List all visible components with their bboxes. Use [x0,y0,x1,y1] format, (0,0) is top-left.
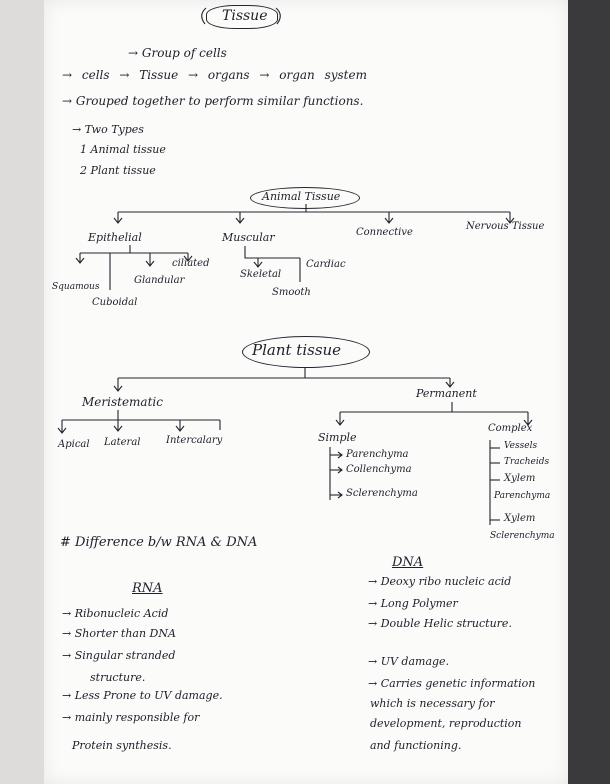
apical-label: Apical [58,439,90,450]
rna-point-4: → Less Prone to UV damage. [62,689,223,702]
intercalary-label: Intercalary [166,435,223,446]
glandular-label: Glandular [134,275,185,286]
rna-point-3b: structure. [90,671,146,684]
types-heading: → Two Types [72,123,144,136]
dna-point-5c: development, reproduction [370,717,522,730]
meristematic-label: Meristematic [82,395,163,409]
permanent-label: Permanent [416,387,477,400]
dna-point-4: → UV damage. [368,655,450,668]
smooth-label: Smooth [272,287,311,298]
collenchyma-label: Collenchyma [346,464,412,475]
squamous-label: Squamous [52,282,100,292]
plant-tissue-oval [242,336,370,368]
dna-point-5b: which is necessary for [370,697,495,710]
sclerenchyma-2-label: Sclerenchyma [490,531,555,541]
dna-point-2: → Long Polymer [368,597,458,610]
dna-point-5d: and functioning. [370,739,462,752]
xylem-2-label: Xylem [504,513,536,524]
types-item-1: 1 Animal tissue [80,143,166,156]
skeletal-label: Skeletal [240,269,282,280]
notes-page [44,0,568,784]
connective-label: Connective [356,227,413,238]
xylem-label: Xylem [504,473,536,484]
plant-tissue-title: Plant tissue [252,341,342,359]
parenchyma-2-label: Parenchyma [494,491,551,501]
vessels-label: Vessels [504,441,538,451]
cuboidal-label: Cuboidal [92,297,138,308]
parenchyma-label: Parenchyma [346,449,409,460]
rna-point-5a: → mainly responsible for [62,711,200,724]
simple-label: Simple [318,431,357,444]
lateral-label: Lateral [104,437,141,448]
dna-title: DNA [392,555,424,570]
rna-title: RNA [132,581,163,596]
animal-tissue-title: Animal Tissue [262,190,341,203]
cardiac-label: Cardiac [306,259,346,270]
difference-heading: # Difference b/w RNA & DNA [60,535,258,550]
muscular-label: Muscular [222,231,275,244]
ciliated-label: ciliated [172,258,210,269]
rna-point-1: → Ribonucleic Acid [62,607,169,620]
right-margin [568,0,610,784]
types-item-2: 2 Plant tissue [80,164,156,177]
intro-line-3: → Grouped together to perform similar fu… [62,94,364,108]
page-title: Tissue [222,8,268,24]
intro-line-1: → Group of cells [128,46,227,60]
epithelial-label: Epithelial [88,231,142,244]
dna-point-3: → Double Helic structure. [368,617,512,630]
rna-point-3a: → Singular stranded [62,649,176,662]
nervous-tissue-label: Nervous Tissue [466,221,545,232]
rna-point-5b: Protein synthesis. [72,739,172,752]
tracheids-label: Tracheids [504,457,550,467]
sclerenchyma-label: Sclerenchyma [346,488,418,499]
complex-label: Complex [488,423,533,434]
dna-point-1: → Deoxy ribo nucleic acid [368,575,512,588]
animal-tissue-oval [250,187,360,209]
dna-point-5a: → Carries genetic information [368,677,536,690]
left-margin [0,0,44,784]
title-oval [206,5,278,29]
intro-line-2: → cells → Tissue → organs → organ system [62,68,367,82]
rna-point-2: → Shorter than DNA [62,627,176,640]
